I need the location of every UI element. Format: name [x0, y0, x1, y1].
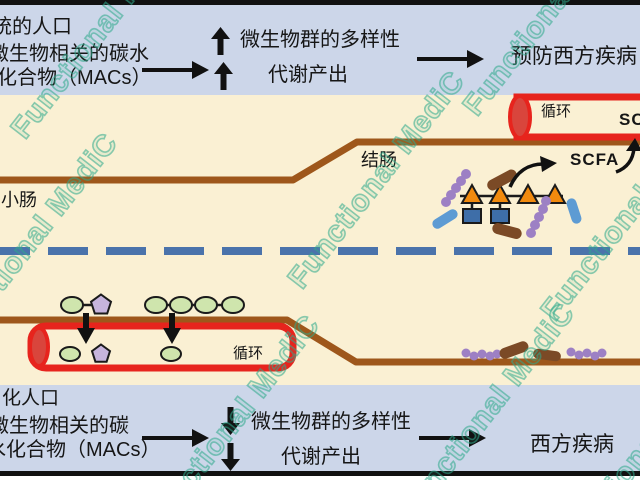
gut-wall-bottom-line — [0, 316, 640, 366]
top-macs-line2: 化合物（MACs） — [0, 67, 152, 89]
scfa-to-circulation-arrow-icon — [615, 138, 640, 174]
circulation-top-label: 循环 — [541, 103, 572, 120]
bottom-outcome-label: 西方疾病 — [530, 433, 614, 456]
oligosaccharide-icon — [144, 296, 245, 314]
bottom-diversity-label: 微生物群的多样性 — [251, 411, 411, 433]
absorption-arrow-icon — [77, 313, 95, 344]
right-arrow-icon — [419, 429, 489, 447]
bacteria-rod-blue-icon — [566, 198, 582, 224]
circulation-tube-top — [508, 93, 640, 141]
bacteria-beads-purple-icon — [566, 347, 607, 361]
bacteria-beads-purple-icon — [461, 348, 502, 361]
top-macs-line1: 微生物相关的碳水 — [0, 43, 149, 65]
scfa-in-tube-label: SC — [619, 110, 640, 129]
bacteria-rod-brown-icon — [492, 223, 522, 239]
bacteria-rod-blue-icon — [432, 209, 458, 229]
bottom-population-label: 化人口 — [2, 388, 60, 409]
bottom-border — [0, 471, 640, 476]
circulation-bottom-label: 循环 — [233, 345, 264, 362]
down-arrow-icon — [221, 407, 240, 435]
up-arrow-icon — [214, 62, 233, 90]
polysaccharide-icon — [460, 182, 567, 224]
bacteria-rod-brown-icon — [487, 169, 517, 191]
bottom-panel-band — [0, 385, 640, 471]
disaccharide-icon — [60, 293, 113, 315]
top-metabolic-output-label: 代谢产出 — [268, 64, 348, 86]
scfa-label: SCFA — [570, 150, 620, 169]
bottom-metabolic-output-label: 代谢产出 — [281, 446, 361, 468]
gut-wall-top-line — [0, 138, 640, 184]
bacteria-rod-brown-icon — [533, 348, 561, 362]
top-outcome-label: 预防西方疾病 — [511, 45, 637, 68]
small-intestine-label: 小肠 — [1, 190, 37, 210]
right-arrow-icon — [142, 429, 212, 447]
down-arrow-icon — [221, 443, 240, 471]
up-arrow-icon — [211, 27, 230, 55]
top-diversity-label: 微生物群的多样性 — [240, 29, 400, 51]
sugar-monomer-icon — [59, 346, 81, 362]
right-arrow-icon — [417, 50, 487, 68]
bacteria-rod-brown-icon — [499, 341, 529, 359]
top-border — [0, 0, 640, 5]
bacteria-beads-purple-icon — [526, 196, 551, 238]
tube-end-cap — [28, 326, 50, 368]
top-panel-band — [0, 5, 640, 95]
absorption-arrow-icon — [163, 313, 181, 344]
sugar-monomer-icon — [160, 346, 182, 362]
tube-end-cap — [508, 94, 532, 140]
circulation-tube-bottom — [27, 322, 297, 372]
scfa-arrow-icon — [508, 156, 557, 188]
top-population-label: 统的人口 — [0, 16, 72, 38]
bottom-macs-line2: 水化合物（MACs） — [0, 439, 161, 461]
colon-label: 结肠 — [361, 150, 397, 170]
bottom-macs-line1: 微生物相关的碳 — [0, 415, 129, 437]
sugar-pentagon-icon — [90, 343, 112, 363]
right-arrow-icon — [142, 61, 212, 79]
bacteria-beads-purple-icon — [441, 169, 471, 207]
